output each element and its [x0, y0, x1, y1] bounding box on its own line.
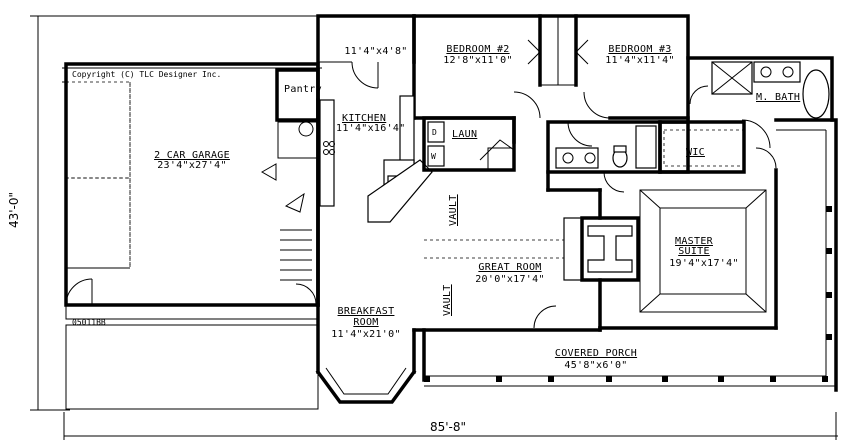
breakfast-name2: ROOM: [353, 317, 378, 328]
bedroom3-dims: 11'4"x11'4": [605, 55, 675, 66]
overall-depth: 43'-0": [7, 192, 21, 228]
garage-dims: 23'4"x27'4": [157, 160, 227, 171]
bedroom3-name: BEDROOM #3: [608, 44, 671, 55]
breakfast-porch-walls: [315, 303, 836, 404]
laundry-name: LAUN: [452, 129, 477, 140]
living-walls: [424, 168, 778, 330]
kitchen-walls: D W: [316, 95, 516, 307]
plan-number: 05011BB: [72, 318, 106, 327]
master-suite-dims: 19'4"x17'4": [669, 258, 739, 269]
bedroom2-dims: 12'8"x11'0": [443, 55, 513, 66]
breakfast-name1: BREAKFAST: [338, 306, 395, 317]
overall-width: 85'-8": [430, 420, 466, 434]
great-room-name: GREAT ROOM: [478, 262, 541, 273]
bath-wic-walls: [546, 120, 746, 193]
dimension-lines: [30, 15, 838, 440]
vault-upper: VAULT: [448, 194, 459, 226]
kitchen-name: KITCHEN: [342, 113, 386, 124]
kitchen-dims: 11'4"x16'4": [336, 123, 406, 134]
master-suite-name1: MASTER: [675, 236, 714, 247]
master-bath-name: M. BATH: [756, 92, 800, 103]
vault-lower: VAULT: [442, 284, 453, 316]
washer-mark: W: [431, 152, 436, 161]
garage-name: 2 CAR GARAGE: [154, 150, 230, 161]
covered-porch-dims: 45'8"x6'0": [564, 360, 627, 371]
dryer-mark: D: [432, 128, 437, 137]
covered-porch-name: COVERED PORCH: [555, 348, 637, 359]
master-suite-name2: SUITE: [678, 246, 710, 257]
pantry-stair: [260, 68, 320, 305]
small-porch-dims: 11'4"x4'8": [344, 46, 407, 57]
copyright-note: Copyright (C) TLC Designer Inc.: [72, 70, 221, 79]
garage-walls: [62, 62, 322, 410]
porch-posts: [424, 206, 832, 382]
pantry-name: Pantry: [284, 84, 322, 95]
wic-name: WIC: [686, 147, 705, 158]
great-room-dims: 20'0"x17'4": [475, 274, 545, 285]
bedroom2-name: BEDROOM #2: [446, 44, 509, 55]
breakfast-dims: 11'4"x21'0": [331, 329, 401, 340]
